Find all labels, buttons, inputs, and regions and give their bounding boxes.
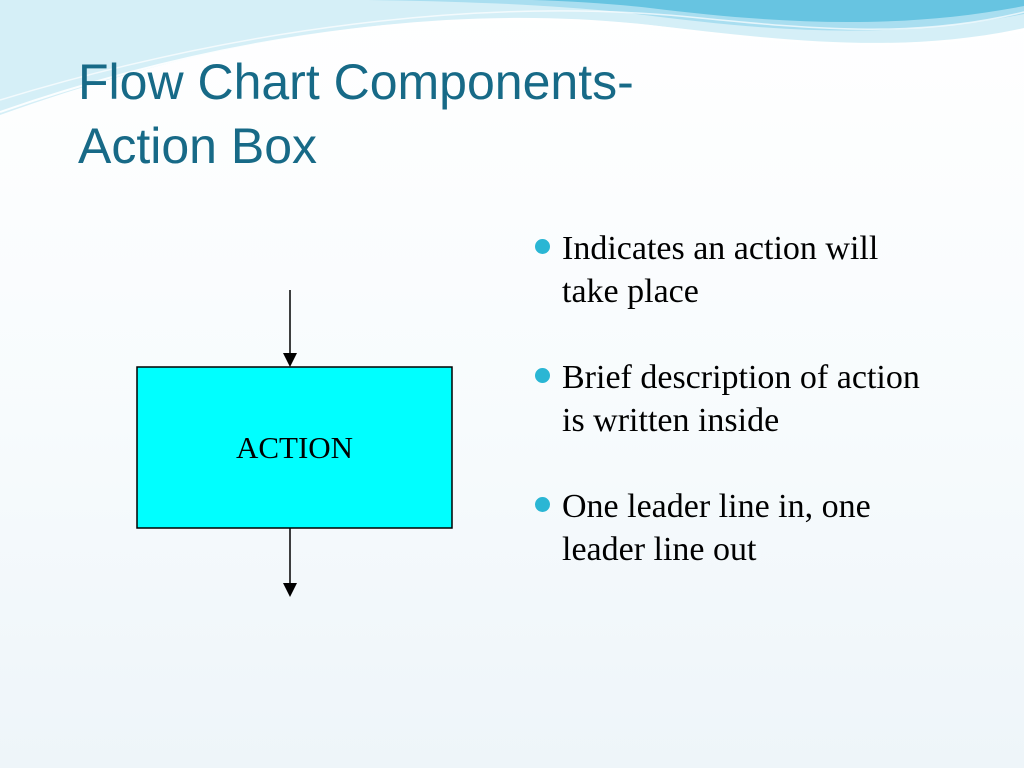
bullet-item: Brief description of action is written i…	[532, 356, 932, 442]
bullet-text: Indicates an action will take place	[562, 230, 879, 310]
bullet-dot-icon	[535, 368, 550, 383]
slide-title-line-1: Flow Chart Components-	[78, 54, 634, 110]
decorative-wave-header	[0, 0, 1024, 115]
bullet-item: One leader line in, one leader line out	[532, 485, 932, 571]
bullet-list: Indicates an action will take place Brie…	[532, 227, 932, 614]
bullet-text: Brief description of action is written i…	[562, 359, 920, 439]
bullet-text: One leader line in, one leader line out	[562, 488, 871, 568]
bullet-item: Indicates an action will take place	[532, 227, 932, 313]
action-box	[136, 366, 453, 529]
bullet-dot-icon	[535, 239, 550, 254]
bullet-dot-icon	[535, 497, 550, 512]
arrowhead-out	[283, 583, 297, 597]
slide-title: Flow Chart Components- Action Box	[78, 50, 778, 178]
action-box-label: ACTION	[235, 429, 354, 465]
slide-title-line-2: Action Box	[78, 118, 318, 174]
arrowhead-in	[283, 353, 297, 367]
